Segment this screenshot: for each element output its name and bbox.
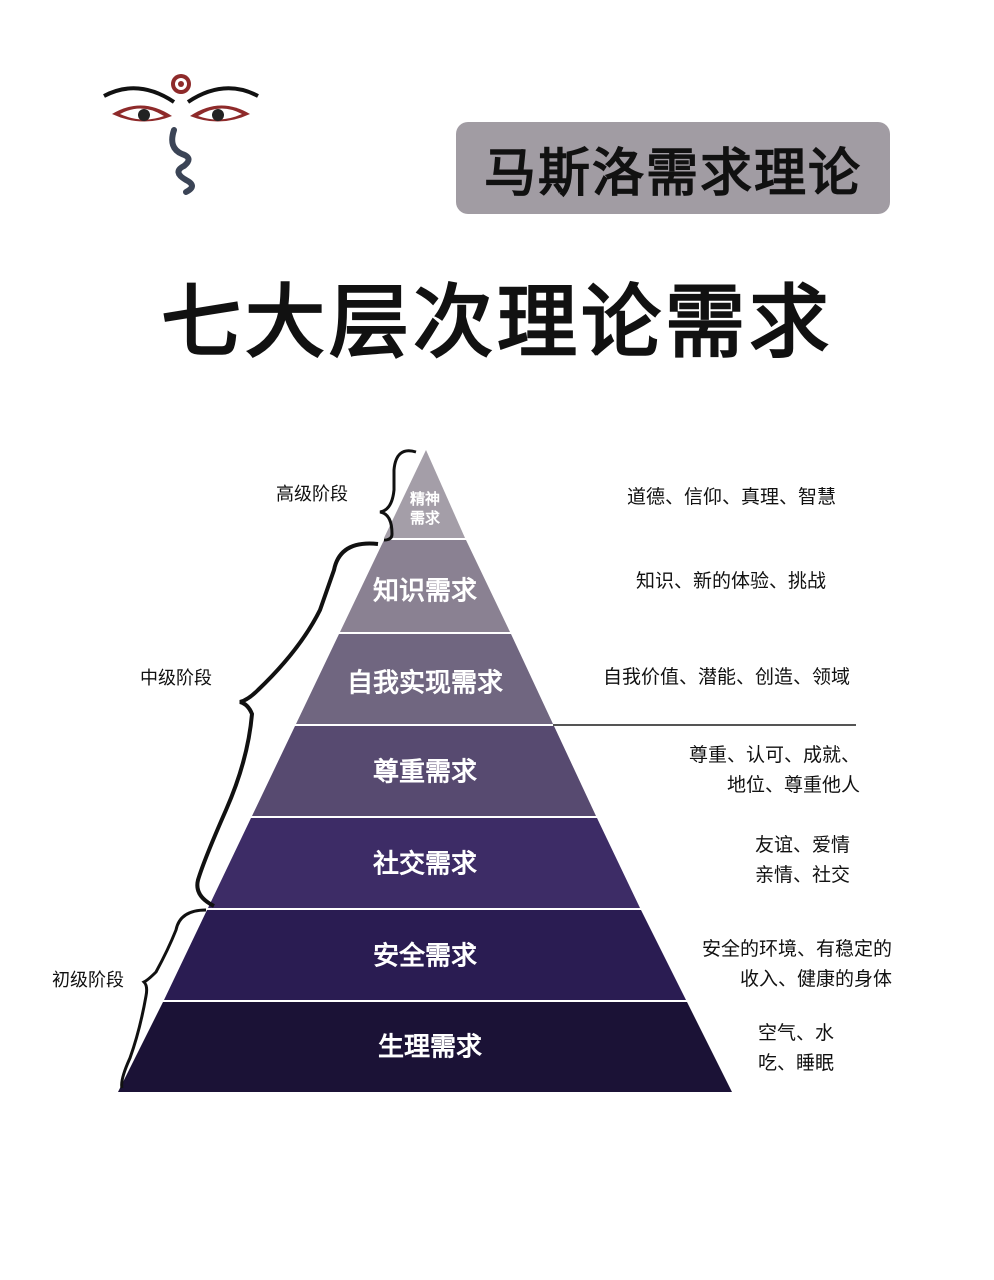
desc-physiological: 空气、水 吃、睡眠 <box>720 1018 834 1078</box>
level-social-band <box>208 818 640 908</box>
desc-social: 友谊、爱情 亲情、社交 <box>700 830 850 890</box>
desc-physiological-line2: 吃、睡眠 <box>757 1052 834 1074</box>
theory-title-badge: 马斯洛需求理论 <box>456 122 890 214</box>
desc-spiritual-line1: 道德、信仰、真理、智慧 <box>626 486 836 508</box>
desc-safety: 安全的环境、有稳定的 收入、健康的身体 <box>660 934 892 994</box>
level-spiritual-band <box>384 450 465 538</box>
level-self-actualization-band <box>296 634 553 724</box>
desc-self-actualization: 自我价值、潜能、创造、领域 <box>570 662 850 692</box>
desc-spiritual: 道德、信仰、真理、智慧 <box>600 482 836 512</box>
buddha-eyes-logo <box>103 74 259 195</box>
middle-stage-brace <box>195 541 379 908</box>
level-label-social: 社交需求 <box>372 849 478 880</box>
primary-stage-brace <box>120 908 207 1089</box>
stage-label-middle: 中级阶段 <box>140 668 212 689</box>
desc-esteem-line1: 尊重、认可、成就、 <box>688 744 860 766</box>
desc-social-line1: 友谊、爱情 <box>754 834 850 856</box>
level-knowledge-band <box>340 540 510 632</box>
level-label-spiritual-line1: 精神 <box>409 490 441 508</box>
desc-safety-line2: 收入、健康的身体 <box>739 968 892 990</box>
theory-title-text: 马斯洛需求理论 <box>483 142 862 204</box>
level-label-self-actualization: 自我实现需求 <box>346 668 504 699</box>
desc-self-actualization-line1: 自我价值、潜能、创造、领域 <box>602 666 850 688</box>
desc-safety-line1: 安全的环境、有稳定的 <box>701 938 892 960</box>
level-esteem-band <box>252 726 596 816</box>
level-physiological-band <box>118 1002 732 1092</box>
desc-esteem: 尊重、认可、成就、 地位、尊重他人 <box>660 740 860 800</box>
desc-esteem-line2: 地位、尊重他人 <box>726 774 860 796</box>
desc-knowledge-line1: 知识、新的体验、挑战 <box>635 570 826 592</box>
desc-knowledge: 知识、新的体验、挑战 <box>600 566 826 596</box>
desc-physiological-line1: 空气、水 <box>757 1022 834 1044</box>
stage-label-primary: 初级阶段 <box>52 970 124 991</box>
level-label-safety: 安全需求 <box>372 941 478 972</box>
level-label-knowledge: 知识需求 <box>372 576 478 607</box>
level-label-spiritual: 精神 需求 <box>410 490 440 528</box>
high-stage-brace <box>379 449 417 542</box>
level-label-spiritual-line2: 需求 <box>409 509 441 527</box>
level-label-physiological: 生理需求 <box>377 1032 483 1063</box>
level-label-esteem: 尊重需求 <box>372 757 478 788</box>
page-title: 七大层次理论需求 <box>161 275 833 369</box>
level-safety-band <box>164 910 686 1000</box>
stage-label-high: 高级阶段 <box>276 484 348 505</box>
desc-social-line2: 亲情、社交 <box>754 864 850 886</box>
